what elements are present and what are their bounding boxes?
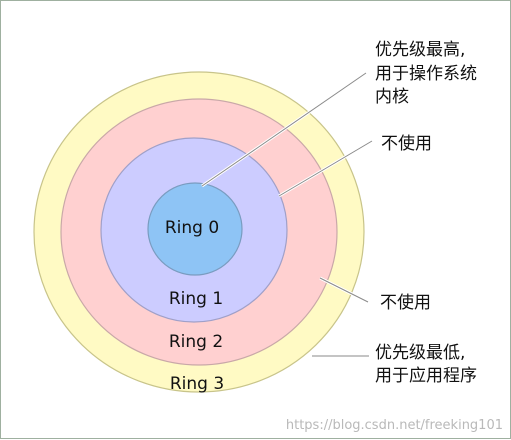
annotation-unused-2: 不使用 xyxy=(380,292,431,313)
ring-3-label: Ring 3 xyxy=(170,374,224,394)
leader-line-unused-1-core xyxy=(278,140,373,197)
annotation-lowest-line-2: 用于应用程序 xyxy=(375,366,477,386)
watermark-text: https://blog.csdn.net/freeking101 xyxy=(286,418,503,433)
ring-0-area xyxy=(147,182,243,276)
annotation-highest-line-3: 内核 xyxy=(375,87,409,107)
annotation-highest-line-2: 用于操作系统 xyxy=(375,64,477,84)
leader-line-highest-core xyxy=(201,72,367,187)
ring-1-label: Ring 1 xyxy=(169,289,223,309)
annotation-highest-line-1: 优先级最高, xyxy=(375,40,465,60)
ring-2-label: Ring 2 xyxy=(169,332,223,352)
ring-0-label: Ring 0 xyxy=(165,218,219,238)
annotation-lowest-line-1: 优先级最低, xyxy=(375,343,465,363)
leader-line-unused-2-core xyxy=(319,277,369,303)
annotation-unused-1: 不使用 xyxy=(381,133,432,154)
